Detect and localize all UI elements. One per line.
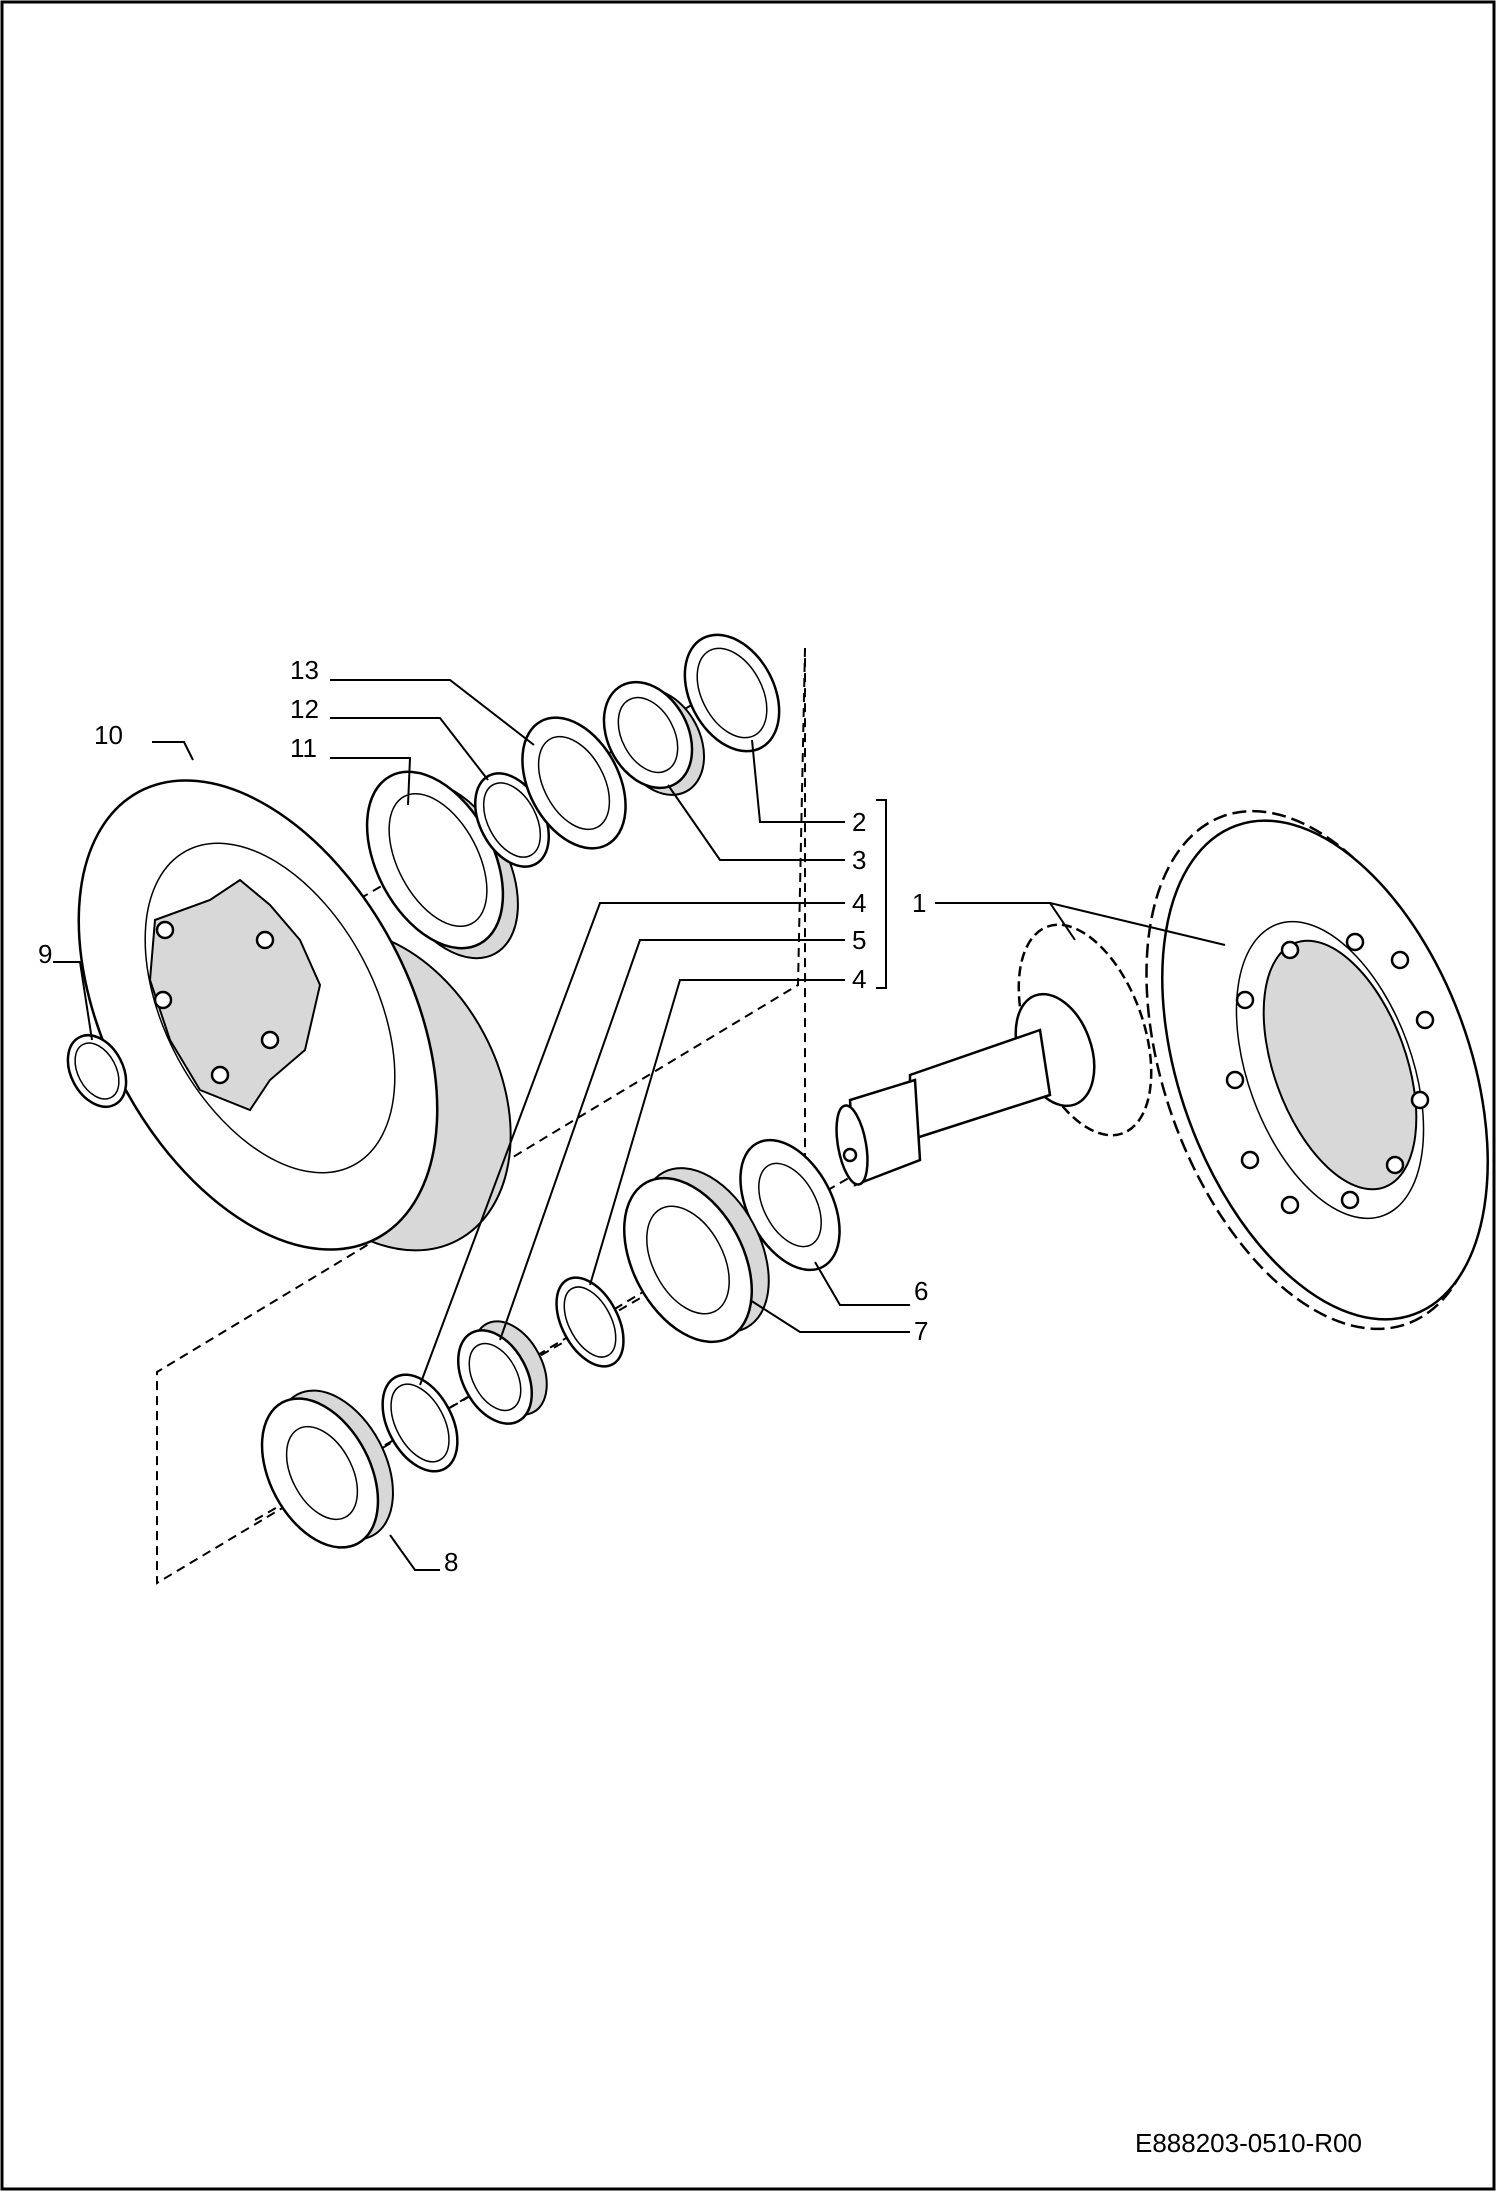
part-1-pinion-shaft <box>835 923 1153 1187</box>
callout-4-upper: 4 <box>852 888 866 918</box>
callout-10: 10 <box>94 720 123 750</box>
callout-13: 13 <box>290 655 319 685</box>
callout-7: 7 <box>914 1316 928 1346</box>
callout-6: 6 <box>914 1276 928 1306</box>
callout-3: 3 <box>852 845 866 875</box>
callout-11: 11 <box>290 733 317 763</box>
drawing-code: E888203-0510-R00 <box>1135 2128 1362 2158</box>
part-3-slotted-nut <box>602 680 706 796</box>
part-7-taper-bearing <box>622 1167 770 1344</box>
callout-4-lower: 4 <box>852 964 866 994</box>
part-2-washer <box>683 633 781 753</box>
callout-5: 5 <box>852 925 866 955</box>
part-4-shim-ring-left <box>381 1373 459 1473</box>
part-9-snap-ring <box>66 1034 128 1108</box>
callout-2: 2 <box>852 807 866 837</box>
callout-bracket-2-5 <box>876 799 887 989</box>
callout-12: 12 <box>290 694 319 724</box>
leader-lines <box>53 679 1226 1571</box>
part-4-shim-ring-right <box>555 1276 625 1368</box>
assembly-boundary-dashed <box>156 647 806 1585</box>
callout-1: 1 <box>912 888 926 918</box>
callout-9: 9 <box>38 939 52 969</box>
callout-8: 8 <box>444 1547 458 1577</box>
part-1-ring-gear <box>1145 809 1489 1331</box>
part-8-bearing <box>260 1389 394 1549</box>
part-10-housing <box>77 779 512 1252</box>
part-5-spacer <box>457 1320 548 1425</box>
part-13-spacer <box>521 716 627 850</box>
